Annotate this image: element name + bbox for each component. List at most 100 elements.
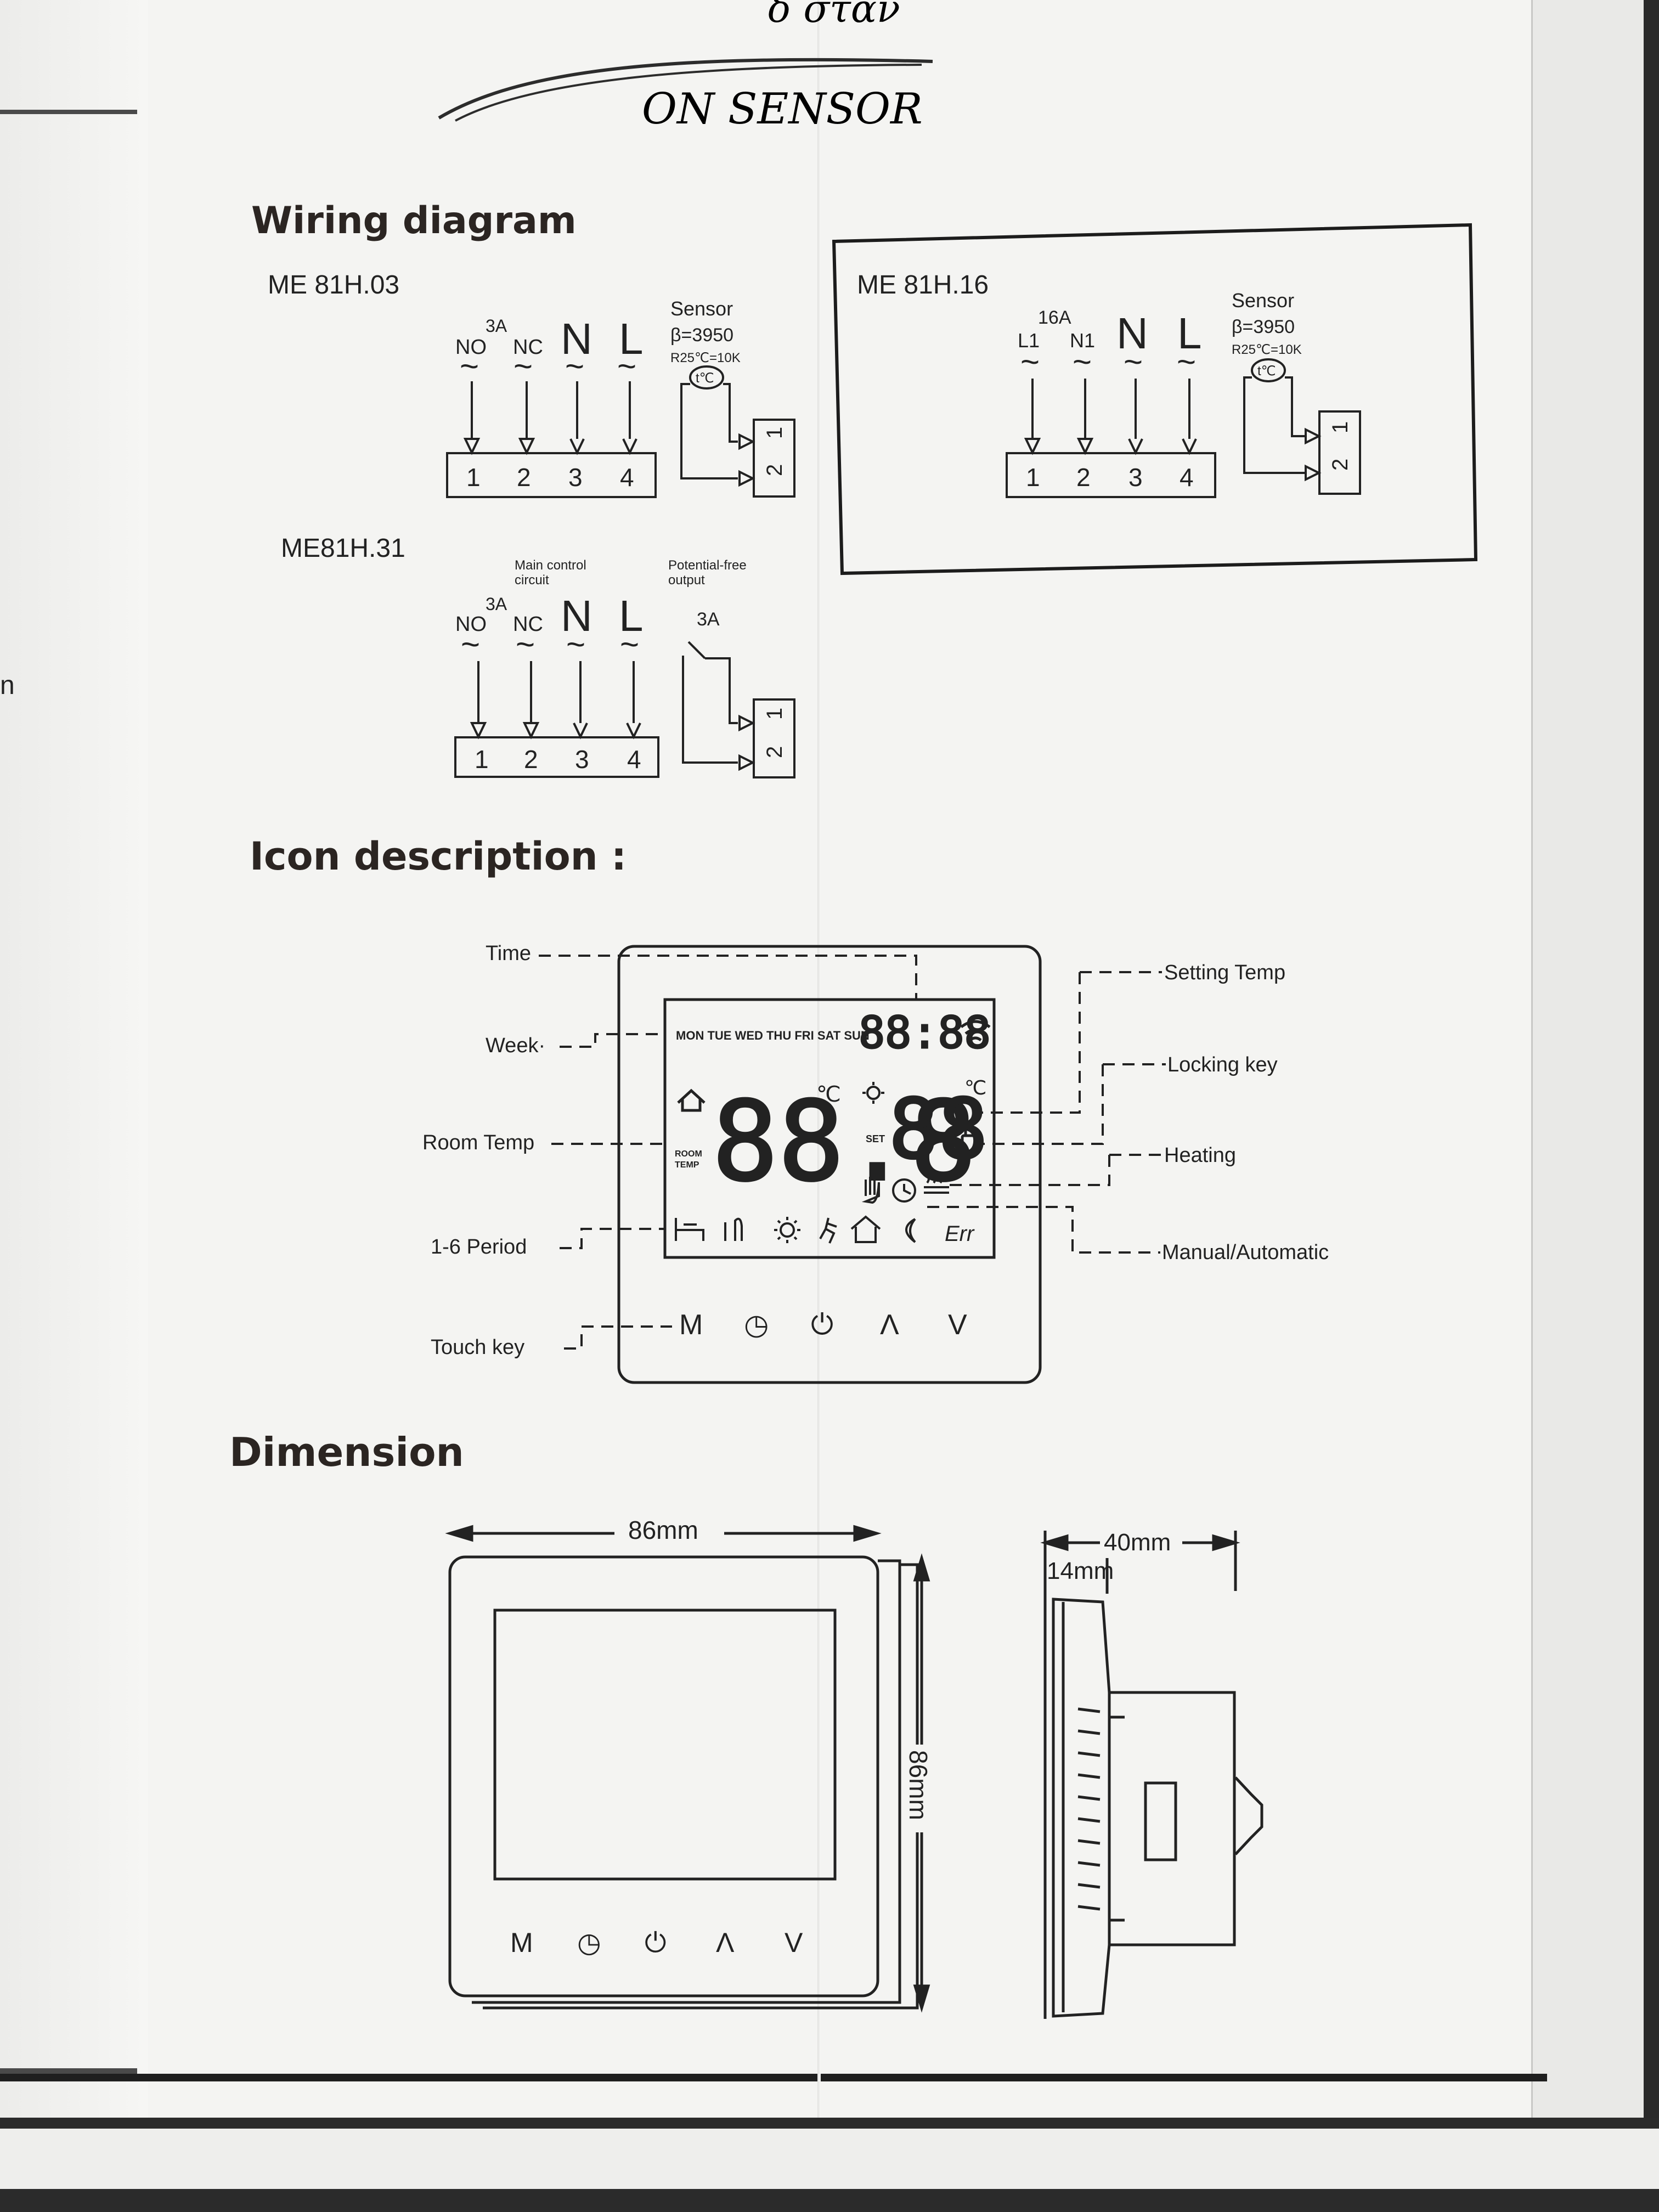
thermostat-face: MON TUE WED THU FRI SAT SUN 88:88 88.8 ℃…	[617, 945, 1042, 1384]
term31-n: N	[561, 591, 592, 640]
room-label: ROOM	[675, 1149, 702, 1159]
key-up[interactable]: Λ	[880, 1309, 899, 1341]
sensor-title-16: Sensor	[1232, 289, 1294, 312]
hand-icon	[861, 1177, 880, 1204]
days-row: MON TUE WED THU FRI SAT SUN	[676, 1029, 870, 1042]
tilde-3: ~	[565, 348, 584, 385]
left-rule-line	[0, 110, 137, 114]
front-key-down: V	[785, 1927, 803, 1958]
moon-icon	[905, 1218, 916, 1243]
sensor-title-03: Sensor	[670, 297, 733, 320]
label-touch-key: Touch key	[431, 1336, 524, 1359]
main-circuit-label: circuit	[515, 573, 549, 588]
key-m[interactable]: M	[679, 1309, 703, 1341]
num-2: 2	[517, 463, 531, 492]
left-bottom-rule	[0, 2068, 137, 2074]
model-me8116: ME 81H.16	[857, 270, 989, 300]
front-key-clock: ◷	[577, 1927, 601, 1958]
front-outline	[448, 1555, 879, 1997]
term-n1: N1	[1070, 329, 1095, 352]
period-icons	[675, 1215, 916, 1244]
handwritten-stroke-2	[455, 64, 922, 122]
return-home-icon	[850, 1215, 881, 1243]
front-screen	[493, 1609, 837, 1881]
model-me8131: ME81H.31	[281, 534, 405, 563]
label-room-temp: Room Temp	[422, 1131, 534, 1154]
front-key-power: ⏻	[645, 1927, 667, 1958]
num-16-1: 1	[1026, 463, 1040, 492]
lock-icon	[961, 1125, 981, 1153]
wifi-icon	[960, 1020, 991, 1042]
clock-digits: 88:88	[859, 1007, 991, 1058]
side-view	[1040, 1531, 1263, 2019]
num-16-3: 3	[1128, 463, 1143, 492]
front-key-m: M	[510, 1927, 533, 1958]
num-4: 4	[620, 463, 634, 492]
tilde-1: ~	[460, 348, 479, 385]
rating2-me8131: 3A	[697, 609, 720, 630]
key-down[interactable]: V	[948, 1309, 967, 1341]
depth-label-bg	[1100, 1531, 1182, 1555]
label-week: Week·	[486, 1034, 545, 1057]
sensor-beta-16: β=3950	[1232, 317, 1295, 337]
leader-lines	[539, 955, 1166, 1350]
set-temp-digits: 88	[889, 1082, 988, 1177]
term31-l: L	[619, 591, 644, 640]
rating-me8116: 16A	[1038, 307, 1071, 328]
label-time: Time	[486, 942, 531, 965]
bottom-rule-line	[0, 2074, 1547, 2081]
term-l-16: L	[1177, 309, 1202, 358]
clock-icon	[892, 1178, 916, 1203]
left-fold-shadow	[0, 0, 148, 2212]
heating-icon	[924, 1173, 949, 1194]
num31-4: 4	[627, 745, 641, 774]
err-indicator: Err	[945, 1222, 975, 1246]
wiring-me8103: ME 81H.03 3A NO NC N L ~ ~ ~ ~ 1 2 3 4 S…	[268, 270, 795, 498]
tilde31-2: ~	[516, 626, 535, 663]
lcd-outline	[663, 998, 996, 1259]
touch-keys: M ◷ ⏻ Λ V	[679, 1309, 967, 1341]
room-celsius: ℃	[816, 1082, 841, 1107]
handdrawn-box	[832, 223, 1478, 575]
edge-letter: n	[0, 671, 15, 700]
sensor-symbol-03: t℃	[696, 371, 714, 386]
height-label-bg	[908, 1745, 941, 1832]
term-nc: NC	[513, 336, 543, 359]
fold-crease	[817, 0, 821, 2118]
handwritten-sensor: ON SENSOR	[642, 84, 923, 134]
term-no: NO	[455, 336, 487, 359]
potential-label: Potential-free	[668, 558, 747, 573]
num-16-2: 2	[1076, 463, 1091, 492]
width-label: 86mm	[628, 1516, 698, 1544]
main-control-label: Main control	[515, 558, 586, 573]
num-3: 3	[568, 463, 583, 492]
sensor-beta-03: β=3950	[670, 325, 733, 346]
label-setting-temp: Setting Temp	[1164, 961, 1285, 984]
key-power[interactable]: ⏻	[811, 1309, 833, 1341]
num31-1: 1	[475, 745, 489, 774]
tilde31-3: ~	[566, 626, 585, 663]
handwritten-top: δ σταν	[768, 0, 900, 31]
walking-icon	[819, 1217, 837, 1244]
rating-me8103: 3A	[486, 316, 507, 336]
width-label-bg	[614, 1517, 724, 1550]
tilde31-4: ~	[620, 626, 639, 663]
bottom-paper-strip	[0, 2129, 1659, 2189]
thermostat-outline	[617, 945, 1042, 1384]
home-icon	[677, 1088, 706, 1112]
num31-3: 3	[575, 745, 589, 774]
tilde-16-1: ~	[1020, 343, 1040, 380]
right-dark-border	[1644, 0, 1659, 2212]
set-label: SET	[866, 1133, 885, 1144]
term-l: L	[619, 314, 644, 363]
tilde-16-2: ~	[1073, 343, 1092, 380]
model-me8103: ME 81H.03	[268, 270, 399, 300]
key-clock[interactable]: ◷	[744, 1309, 769, 1341]
sun-icon	[774, 1217, 800, 1243]
sensor-num-16-2: 2	[1328, 459, 1352, 471]
num31-2: 2	[524, 745, 538, 774]
sensor-r-03: R25℃=10K	[670, 351, 741, 365]
num-1: 1	[466, 463, 481, 492]
